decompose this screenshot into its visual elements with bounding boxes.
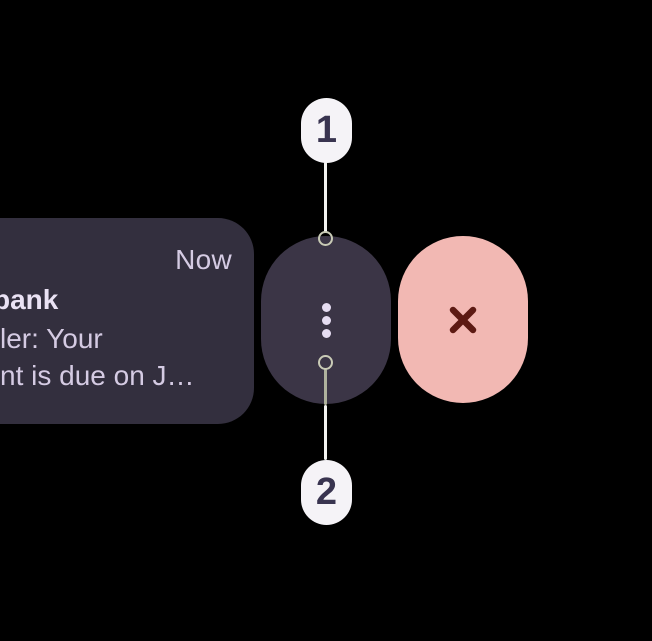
callout-1-badge: 1 — [301, 98, 352, 163]
callout-2-line-upper — [324, 369, 327, 405]
callout-1-line — [324, 162, 327, 233]
notification-card[interactable]: Now bank ler: Your nt is due on J… — [0, 218, 254, 424]
callout-1-number: 1 — [315, 109, 338, 151]
more-options-icon — [321, 302, 331, 338]
notification-timestamp: Now — [175, 244, 232, 275]
dot — [321, 302, 331, 312]
callout-1-anchor-marker — [318, 231, 333, 246]
callout-2-anchor-marker — [318, 355, 333, 370]
dot — [321, 328, 331, 338]
dot — [321, 315, 331, 325]
callout-2-badge: 2 — [301, 460, 352, 525]
callout-2-line-lower — [324, 405, 327, 460]
close-icon — [449, 306, 477, 333]
notification-body-line-2: nt is due on J… — [0, 360, 195, 391]
notification-title: bank — [0, 284, 59, 315]
notification-dismiss-button[interactable] — [398, 236, 528, 403]
notification-body-line-1: ler: Your — [0, 323, 103, 354]
callout-2-number: 2 — [315, 471, 338, 513]
